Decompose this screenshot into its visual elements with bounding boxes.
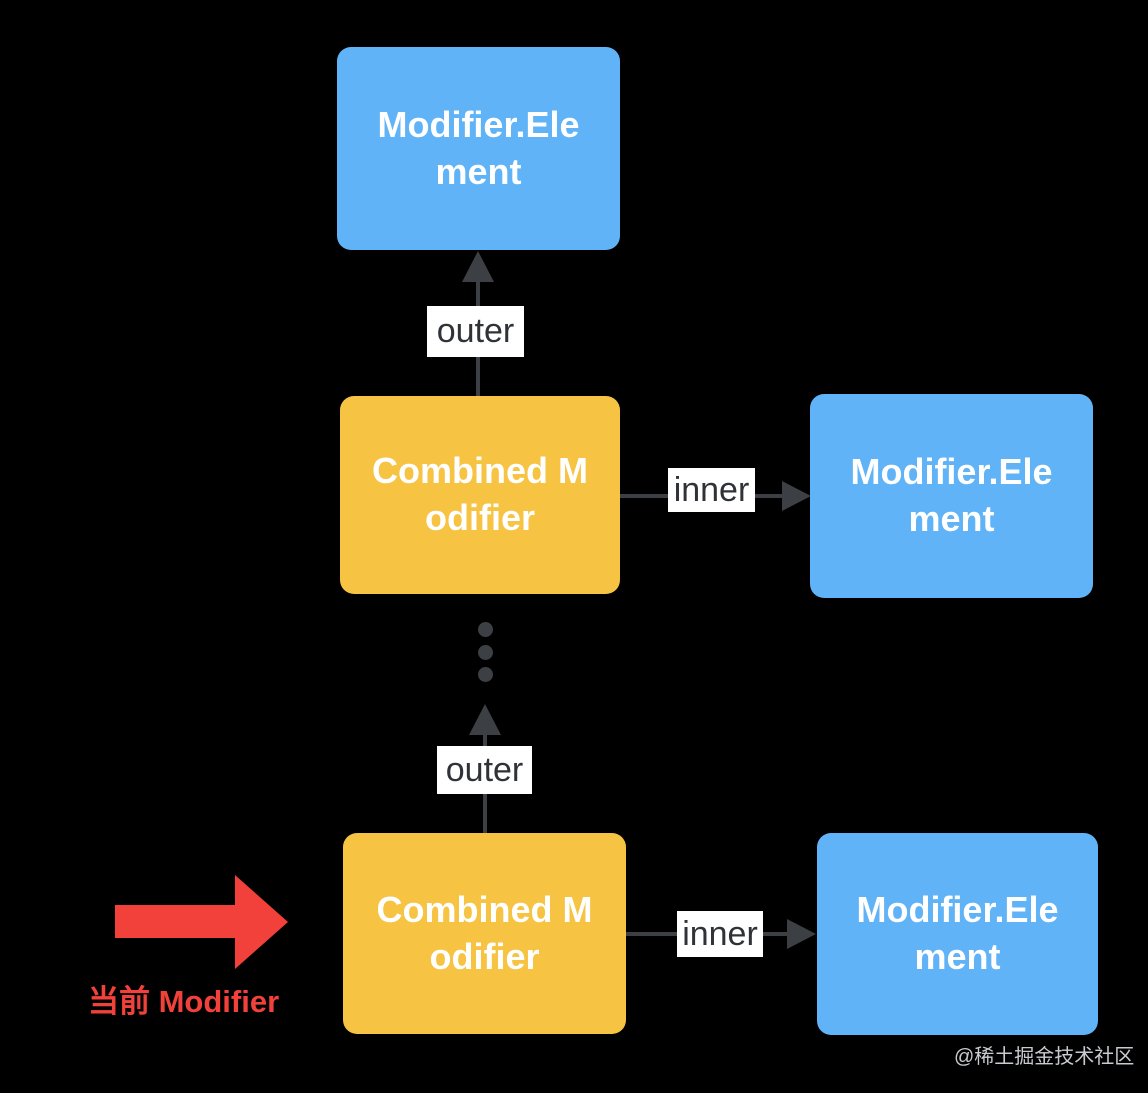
current-modifier-label: 当前 Modifier bbox=[88, 984, 280, 1019]
node-combined-modifier-upper: Combined Modifier bbox=[340, 396, 620, 594]
arrowhead-up-icon bbox=[469, 704, 501, 735]
ellipsis-dot-icon bbox=[478, 645, 493, 660]
node-label: Combined Modifier bbox=[376, 888, 593, 977]
arrowhead-right-icon bbox=[782, 481, 811, 511]
edge-label-inner-bottom: inner bbox=[677, 911, 763, 957]
node-modifier-element-middle: Modifier.Element bbox=[810, 394, 1093, 598]
edge-label-text: outer bbox=[445, 750, 524, 789]
watermark: @稀土掘金技术社区 bbox=[954, 1046, 1135, 1068]
node-label: Modifier.Element bbox=[377, 103, 580, 192]
edge-label-outer-bottom: outer bbox=[437, 746, 532, 794]
node-label: Combined Modifier bbox=[372, 450, 588, 538]
ellipsis-dot-icon bbox=[478, 622, 493, 637]
current-modifier-arrow-icon bbox=[115, 905, 236, 938]
edge-label-text: outer bbox=[436, 312, 515, 350]
node-label: Modifier.Element bbox=[856, 889, 1059, 977]
edge-label-text: inner bbox=[682, 914, 758, 953]
node-combined-modifier-current: Combined Modifier bbox=[343, 833, 626, 1034]
node-modifier-element-top: Modifier.Element bbox=[337, 47, 620, 250]
arrowhead-up-icon bbox=[462, 251, 494, 282]
node-label: Modifier.Element bbox=[850, 451, 1053, 539]
node-modifier-element-bottom: Modifier.Element bbox=[817, 833, 1098, 1035]
edge-label-inner-top: inner bbox=[668, 468, 755, 512]
arrowhead-right-icon bbox=[787, 919, 816, 949]
edge-label-text: inner bbox=[673, 470, 750, 509]
edge-label-outer-top: outer bbox=[427, 306, 524, 357]
current-modifier-arrowhead-icon bbox=[235, 875, 288, 969]
ellipsis-dot-icon bbox=[478, 667, 493, 682]
